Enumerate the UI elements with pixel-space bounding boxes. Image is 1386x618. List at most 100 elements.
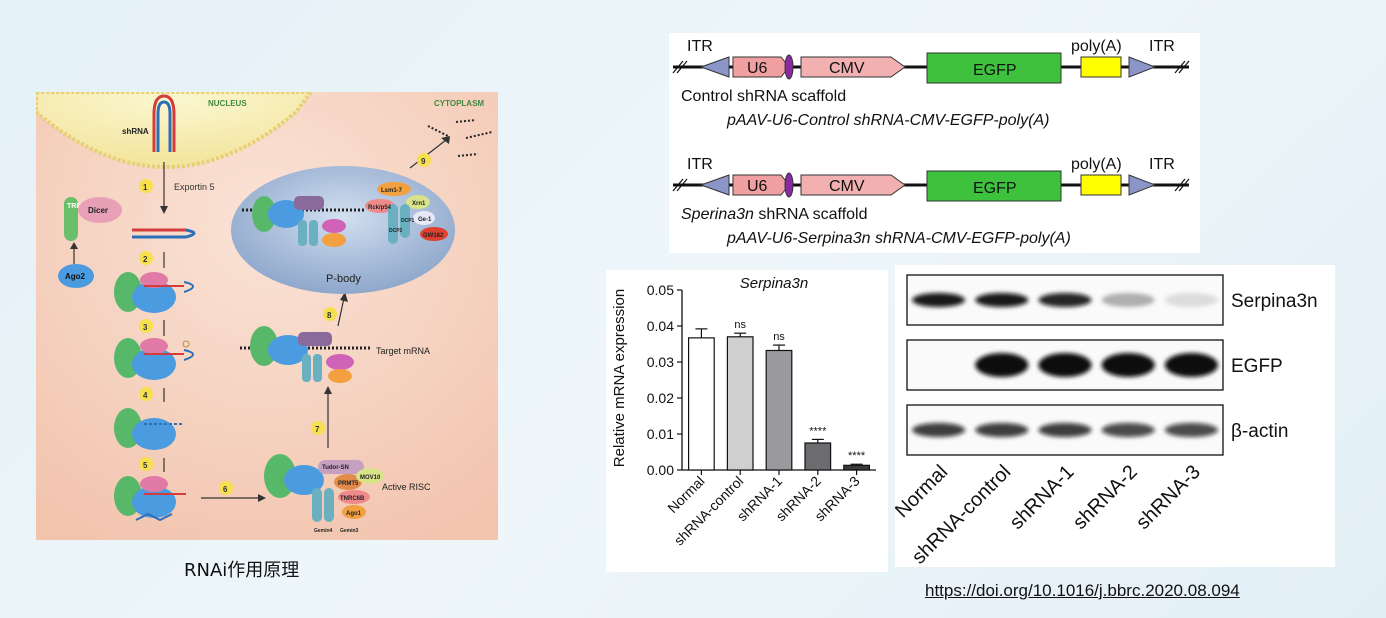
qpcr-bar-chart: Serpina3n Relative mRNA expression 0.000… bbox=[611, 275, 876, 548]
target-mrna-complex bbox=[240, 326, 372, 383]
polya-label: poly(A) bbox=[1071, 38, 1122, 55]
risc-protein-gemin4: Gemin4 bbox=[314, 528, 333, 534]
itr-right-box-2 bbox=[1128, 174, 1157, 196]
pbody-protein-ge1: Ge-1 bbox=[418, 217, 432, 223]
risc-protein-tnrc6b: TNRC6B bbox=[340, 496, 365, 502]
u6-label-2: U6 bbox=[747, 178, 768, 195]
cmv-label: CMV bbox=[829, 60, 865, 77]
blot-band bbox=[1038, 423, 1092, 437]
itr-left-box-2 bbox=[699, 174, 730, 196]
step-4: 4 bbox=[143, 391, 148, 400]
itr-left-label-2: ITR bbox=[687, 156, 713, 173]
bar-shRNA-3 bbox=[843, 464, 871, 471]
bar-shRNA-2 bbox=[804, 442, 832, 471]
pbody-protein-lsm: Lsm1-7 bbox=[381, 188, 403, 194]
step-9-marker bbox=[417, 153, 431, 167]
blot-lane-label: shRNA-3 bbox=[1132, 461, 1205, 534]
nucleus-label: NUCLEUS bbox=[208, 99, 247, 108]
blot-band bbox=[1164, 353, 1218, 377]
shrna-hairpin bbox=[152, 94, 176, 152]
risc-protein-prmt5: PRMT5 bbox=[338, 481, 359, 487]
ago2-arrowhead bbox=[70, 242, 78, 249]
blot-band bbox=[975, 423, 1029, 437]
egfp-label: EGFP bbox=[973, 62, 1017, 79]
pbody-protein-dcp2: DCP2 bbox=[389, 228, 403, 234]
dicer-label: Dicer bbox=[88, 206, 108, 215]
y-tick-label: 0.02 bbox=[647, 390, 674, 406]
significance-label: ns bbox=[773, 331, 785, 343]
y-tick-label: 0.05 bbox=[647, 282, 674, 298]
construct-diagram: ITR U6 CMV EGFP poly(A) ITR Control shRN… bbox=[672, 38, 1190, 247]
pbody-protein-xrn1: Xrn1 bbox=[412, 201, 426, 207]
polya-box-2 bbox=[1080, 174, 1122, 196]
ago2-label: Ago2 bbox=[65, 272, 86, 281]
step-5: 5 bbox=[143, 461, 148, 470]
itr-right-label: ITR bbox=[1149, 38, 1175, 55]
doi-link[interactable]: https://doi.org/10.1016/j.bbrc.2020.08.0… bbox=[925, 581, 1240, 600]
pbody-label: P-body bbox=[326, 273, 361, 285]
arrowhead-9 bbox=[441, 136, 450, 144]
trbp-protein bbox=[64, 197, 78, 241]
blot-band bbox=[912, 293, 966, 307]
blot-lane-label: Normal bbox=[895, 461, 952, 522]
step-5-marker bbox=[139, 457, 153, 471]
arrow-9 bbox=[409, 139, 447, 169]
step-7-marker bbox=[311, 421, 325, 435]
complex-2 bbox=[114, 272, 194, 313]
itr-left-label: ITR bbox=[687, 38, 713, 55]
blot-band bbox=[1164, 293, 1218, 307]
complex-5 bbox=[114, 476, 186, 522]
step-2-marker bbox=[139, 251, 153, 265]
scaffold-label-2: Sperina3n shRNA scaffold bbox=[681, 206, 868, 223]
blot-band bbox=[1164, 423, 1218, 437]
step-6-marker bbox=[219, 481, 233, 495]
step-1: 1 bbox=[143, 183, 148, 192]
blot-band bbox=[1101, 423, 1155, 437]
risc-protein-mov10: MOV10 bbox=[360, 475, 381, 481]
blot-lane-label: shRNA-1 bbox=[1006, 461, 1079, 534]
significance-label: ns bbox=[734, 319, 746, 331]
construct-panel: ITR U6 CMV EGFP poly(A) ITR Control shRN… bbox=[669, 33, 1200, 253]
construct-1-title: pAAV-U6-Control shRNA-CMV-EGFP-poly(A) bbox=[726, 112, 1049, 129]
step-8: 8 bbox=[327, 311, 332, 320]
blot-band bbox=[1101, 353, 1155, 377]
step-3: 3 bbox=[143, 323, 148, 332]
y-tick-label: 0.01 bbox=[647, 426, 674, 442]
significance-label: **** bbox=[848, 450, 866, 462]
exportin-label: Exportin 5 bbox=[174, 182, 215, 192]
active-risc-complex bbox=[264, 454, 384, 522]
pbody-complex bbox=[242, 182, 448, 247]
dicer-protein bbox=[78, 197, 122, 223]
significance-label: **** bbox=[809, 425, 827, 437]
rnai-caption: RNAi作用原理 bbox=[184, 560, 300, 581]
blot-row-label: β-actin bbox=[1231, 421, 1288, 442]
rnai-diagram: NUCLEUS CYTOPLASM shRNA 1 Exportin 5 TRB… bbox=[36, 92, 498, 540]
arrowhead-7 bbox=[324, 386, 332, 394]
cmv-label-2: CMV bbox=[829, 178, 865, 195]
complex-4 bbox=[114, 408, 182, 450]
scaffold-label-1: Control shRNA scaffold bbox=[681, 88, 846, 105]
ago2-protein bbox=[58, 264, 94, 288]
chart-title: Serpina3n bbox=[740, 275, 808, 292]
pbody-protein-rck: Rck/p54 bbox=[368, 205, 392, 211]
blot-row-label: EGFP bbox=[1231, 356, 1283, 377]
blot-band bbox=[1101, 293, 1155, 307]
pbody-protein-dcp1: DCP1 bbox=[401, 218, 415, 224]
y-tick-label: 0.00 bbox=[647, 462, 674, 478]
arrow-8 bbox=[337, 297, 345, 327]
shrna-duplex bbox=[132, 228, 196, 239]
risc-protein-gemin3: Gemin3 bbox=[340, 528, 359, 534]
construct-2-title: pAAV-U6-Serpina3n shRNA-CMV-EGFP-poly(A) bbox=[726, 230, 1071, 247]
blot-band bbox=[912, 423, 966, 437]
u6-label: U6 bbox=[747, 60, 768, 77]
polya-label-2: poly(A) bbox=[1071, 156, 1122, 173]
itr-left-box bbox=[699, 56, 730, 78]
step-6: 6 bbox=[223, 485, 228, 494]
rnai-panel: NUCLEUS CYTOPLASM shRNA 1 Exportin 5 TRB… bbox=[36, 92, 498, 540]
blot-band bbox=[975, 293, 1029, 307]
step-1-marker bbox=[139, 179, 153, 193]
bars: ns ns **** **** bbox=[687, 319, 871, 471]
cytoplasm-label: CYTOPLASM bbox=[434, 99, 484, 108]
